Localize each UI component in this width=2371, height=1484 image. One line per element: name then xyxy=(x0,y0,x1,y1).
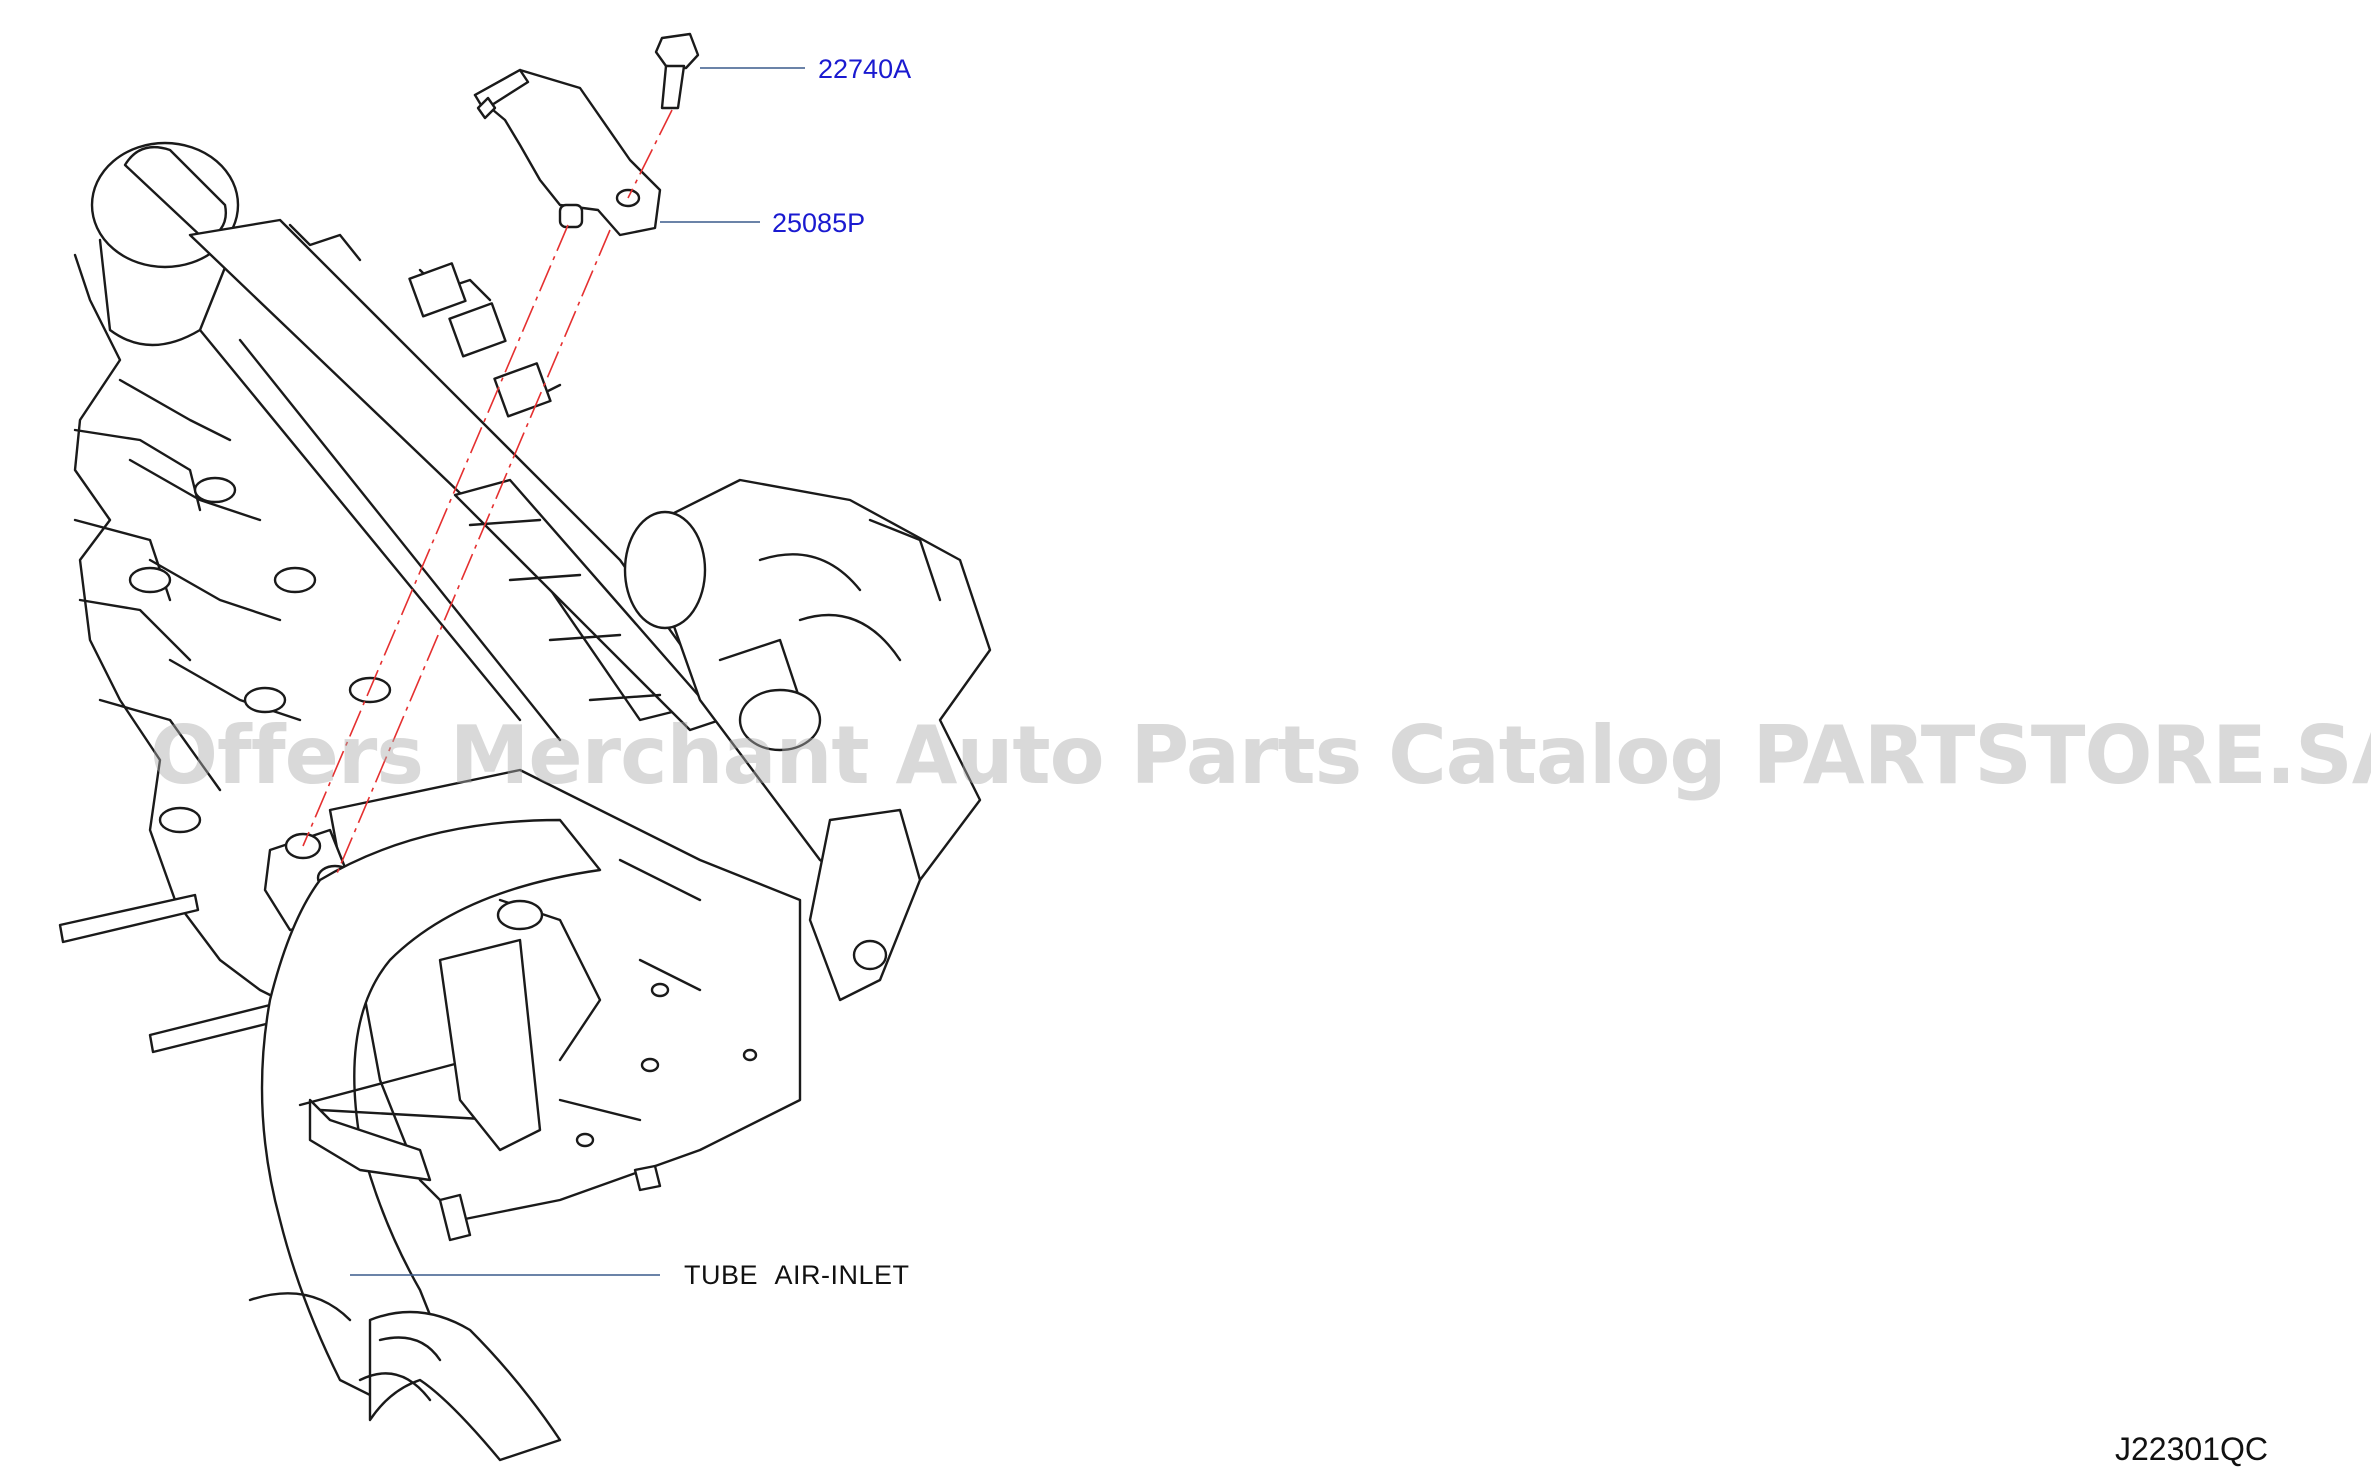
air-tube-port xyxy=(496,899,544,931)
manifold-runners xyxy=(118,378,302,722)
pressure-sensor-nose xyxy=(558,203,584,229)
coil-top-1 xyxy=(408,262,467,318)
tube-air-inlet-label: TUBE AIR-INLET xyxy=(684,1260,910,1290)
coil-top-2 xyxy=(448,302,507,358)
air-tube-outlet xyxy=(368,1310,562,1462)
coil-top-3 xyxy=(493,362,552,418)
coil-housing-lines xyxy=(468,518,662,702)
plenum-details xyxy=(498,858,702,1122)
air-inlet-tube xyxy=(260,818,602,1402)
plenum-hole-4 xyxy=(742,1048,758,1062)
oil-cap-neck xyxy=(98,238,232,347)
engine-block-side xyxy=(73,428,222,792)
part-number-22740a-link[interactable]: 22740A xyxy=(818,54,912,84)
plenum-hole-2 xyxy=(640,1057,660,1073)
part-number-25085p-link[interactable]: 25085P xyxy=(772,208,866,238)
figure-code: J22301QC xyxy=(2115,1431,2268,1467)
air-tube-ribs xyxy=(358,1336,442,1402)
boss-2 xyxy=(128,566,172,594)
air-tube-bracket xyxy=(438,938,542,1152)
rod-lower xyxy=(148,1003,276,1054)
throttle-bore xyxy=(623,510,707,630)
boss-3 xyxy=(273,566,317,594)
plenum-hole-1 xyxy=(650,982,670,998)
bracket-hole xyxy=(852,939,888,971)
engine-block-outline xyxy=(73,253,302,1012)
bolt-centerline xyxy=(627,109,673,199)
boss-4 xyxy=(243,686,287,714)
cam-cover-edge xyxy=(198,328,562,742)
bolt-head xyxy=(654,32,700,70)
boss-1 xyxy=(193,476,237,504)
plenum-stud-2 xyxy=(633,1164,662,1192)
plenum-hole-3 xyxy=(575,1132,595,1148)
throttle-details xyxy=(718,518,942,702)
engine-assembly-drawing xyxy=(58,32,992,1462)
plenum-stud xyxy=(438,1193,472,1242)
throttle-port xyxy=(738,688,822,752)
throttle-body xyxy=(638,478,992,902)
pressure-sensor-tab xyxy=(476,96,497,120)
rod-upper xyxy=(58,893,200,944)
sensor-centerline-2 xyxy=(302,224,569,847)
pressure-sensor-body xyxy=(473,68,662,237)
sensor-centerline-1 xyxy=(334,229,611,879)
boss-6 xyxy=(158,806,202,834)
bolt-shank xyxy=(660,64,686,110)
bracket-right xyxy=(808,808,922,1002)
air-tube-band xyxy=(248,1058,502,1322)
air-tube-flange xyxy=(308,1098,432,1182)
